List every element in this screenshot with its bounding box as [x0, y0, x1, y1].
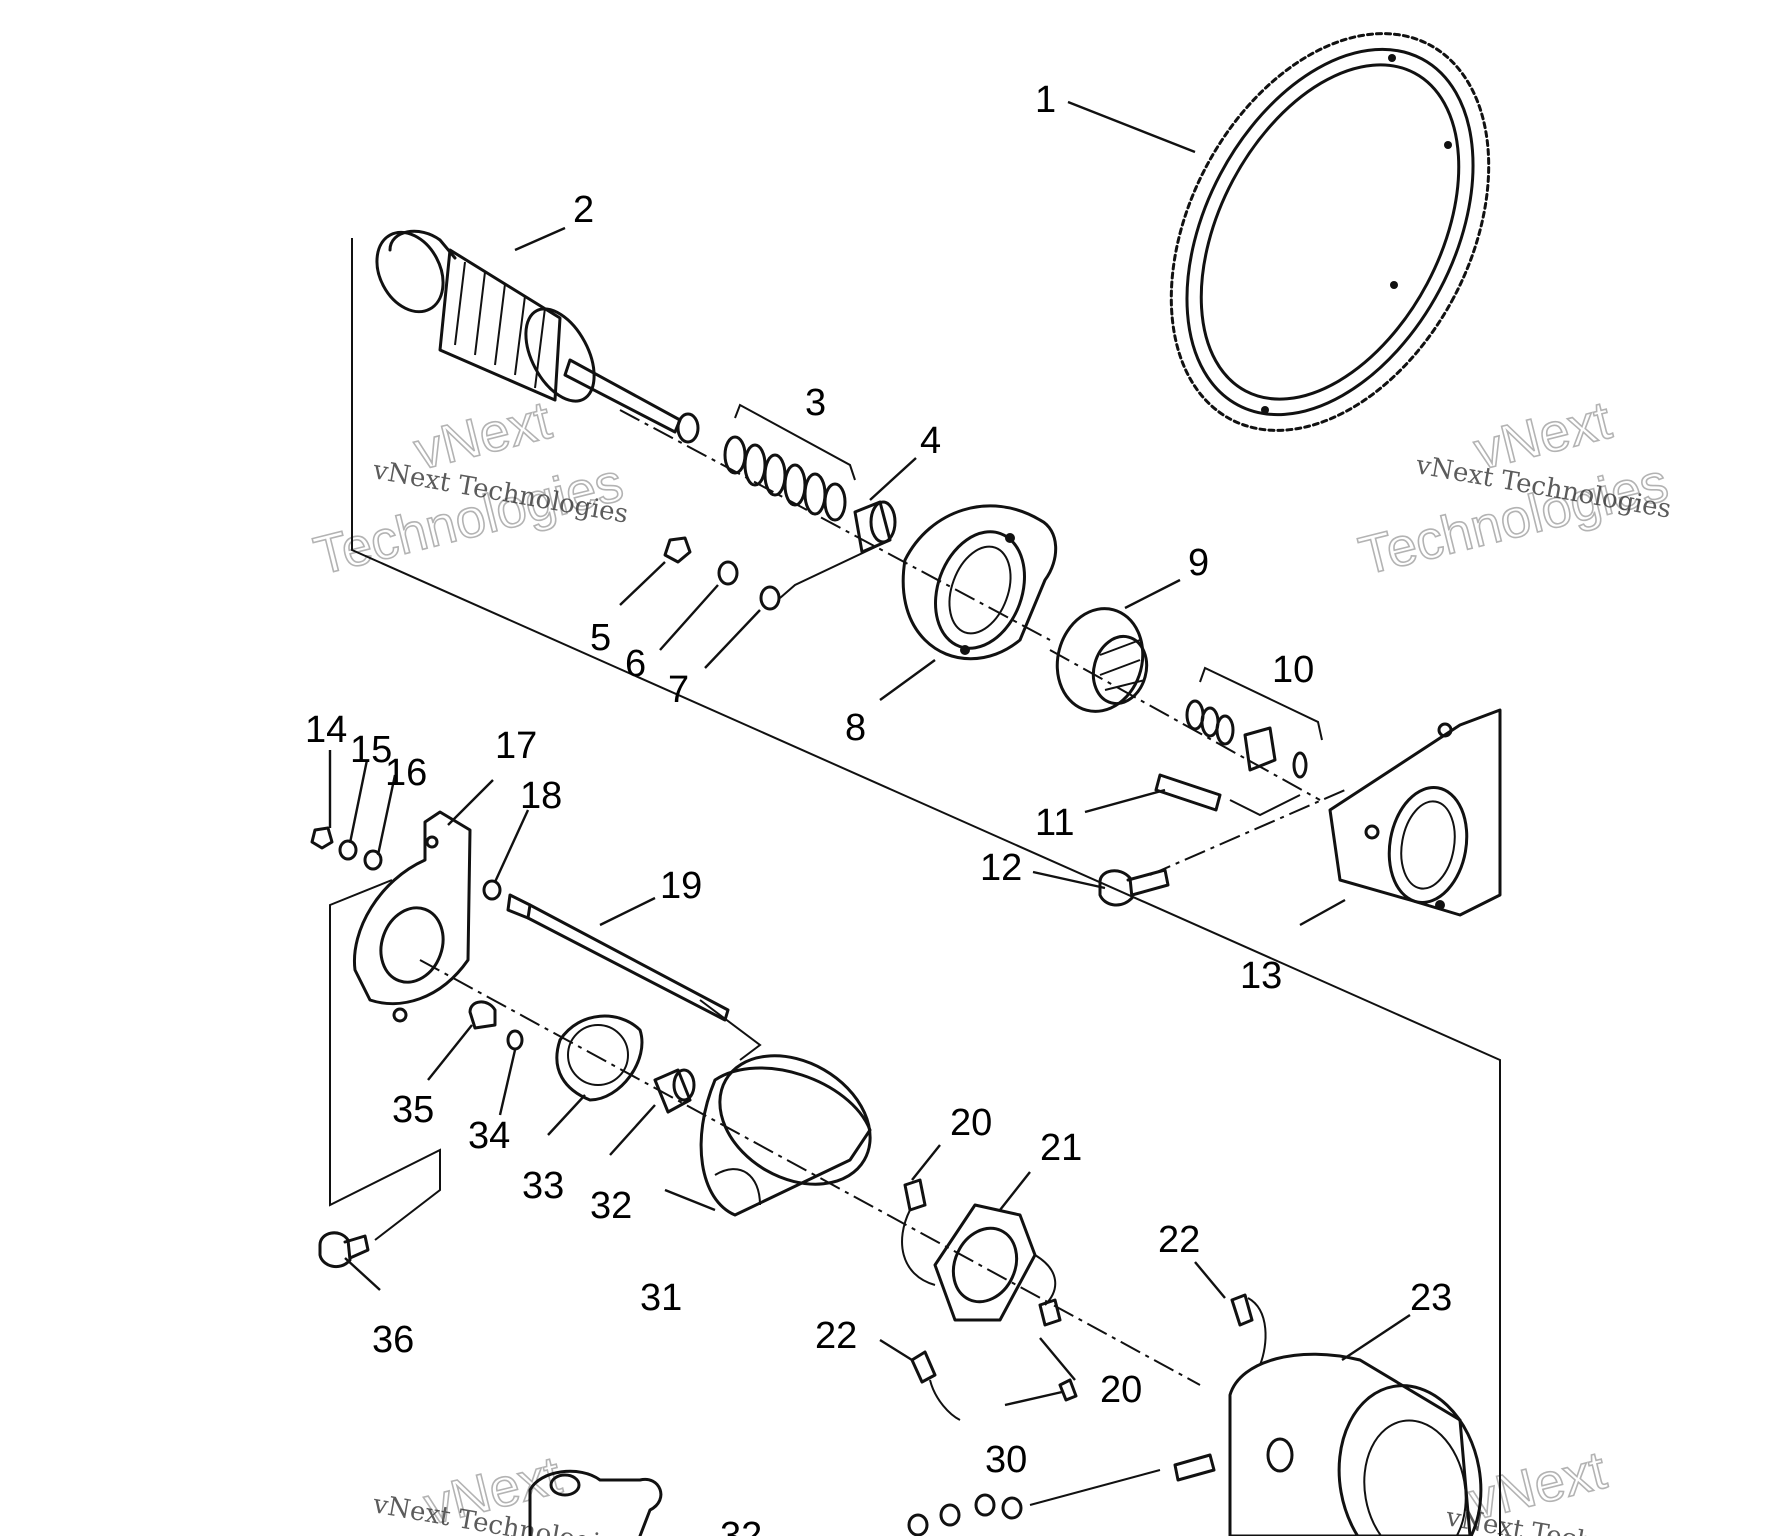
callout-35: 35 — [392, 1089, 434, 1131]
callout-10: 10 — [1272, 649, 1314, 691]
callouts: 1 2 3 4 5 6 7 8 9 10 11 12 13 14 15 16 1… — [305, 79, 1452, 1536]
pinion-drive — [1055, 607, 1149, 713]
callout-8: 8 — [845, 707, 866, 749]
callout-36: 36 — [372, 1319, 414, 1361]
callout-20-top: 20 — [950, 1102, 992, 1144]
callout-18: 18 — [520, 775, 562, 817]
armature — [375, 229, 700, 444]
nut-washers-left — [310, 826, 383, 871]
callout-3: 3 — [805, 382, 826, 424]
watermarks: vNext Technologies vNext Technologies vN… — [308, 389, 1704, 1536]
brush-leads — [910, 1293, 1267, 1421]
callout-13: 13 — [1240, 955, 1282, 997]
nut-washers-upper — [663, 536, 891, 611]
brush-holder — [901, 1178, 1062, 1327]
bracket-guide-line — [329, 879, 441, 1241]
pin — [1154, 773, 1301, 817]
spring-set — [723, 403, 856, 522]
callout-34: 34 — [468, 1115, 510, 1157]
callout-21: 21 — [1040, 1127, 1082, 1169]
bolt-large — [318, 1231, 370, 1269]
bearing-cap-group — [468, 1000, 644, 1102]
spring-assembly — [1185, 666, 1323, 779]
callout-4: 4 — [920, 420, 941, 462]
lower-axis-line — [419, 959, 1201, 1386]
bushing — [853, 500, 897, 554]
field-frame — [1173, 1352, 1483, 1536]
bracket-3 — [734, 403, 856, 481]
through-bolt — [506, 893, 730, 1022]
callout-16: 16 — [385, 752, 427, 794]
callout-22-left: 22 — [815, 1315, 857, 1357]
callout-20-bottom: 20 — [1100, 1369, 1142, 1411]
callout-17: 17 — [495, 725, 537, 767]
callout-12: 12 — [980, 847, 1022, 889]
callout-22-right: 22 — [1158, 1219, 1200, 1261]
callout-7: 7 — [668, 669, 689, 711]
washer — [482, 879, 502, 901]
upper-axis-line — [619, 409, 1321, 801]
callout-9: 9 — [1188, 542, 1209, 584]
drive-end-housing — [901, 504, 1058, 661]
callout-6: 6 — [625, 643, 646, 685]
solenoid-partial — [528, 1469, 1161, 1536]
callout-11: 11 — [1035, 802, 1074, 844]
through-bolt-guide — [699, 999, 762, 1061]
callout-2: 2 — [573, 189, 594, 231]
leader-lines — [328, 100, 1411, 1407]
callout-14: 14 — [305, 709, 347, 751]
bushing-small — [653, 1068, 696, 1114]
callout-33: 33 — [522, 1165, 564, 1207]
armature-frame-line — [351, 238, 1501, 1536]
callout-19: 19 — [660, 865, 702, 907]
bolt — [1098, 868, 1170, 907]
callout-23: 23 — [1410, 1277, 1452, 1319]
bolt-axis-line — [1149, 789, 1346, 876]
support-bracket — [352, 810, 472, 1023]
assembly-lines — [329, 238, 1501, 1536]
callout-30: 30 — [985, 1439, 1027, 1481]
ring-gear — [1169, 32, 1491, 432]
callout-32-partial: 32 — [720, 1515, 762, 1536]
callout-1: 1 — [1035, 79, 1056, 121]
mounting-bracket — [1328, 708, 1502, 917]
callout-15: 15 — [350, 729, 392, 771]
callout-5: 5 — [590, 617, 611, 659]
callout-32: 32 — [590, 1185, 632, 1227]
end-cover — [699, 1054, 872, 1217]
callout-31: 31 — [640, 1277, 682, 1319]
